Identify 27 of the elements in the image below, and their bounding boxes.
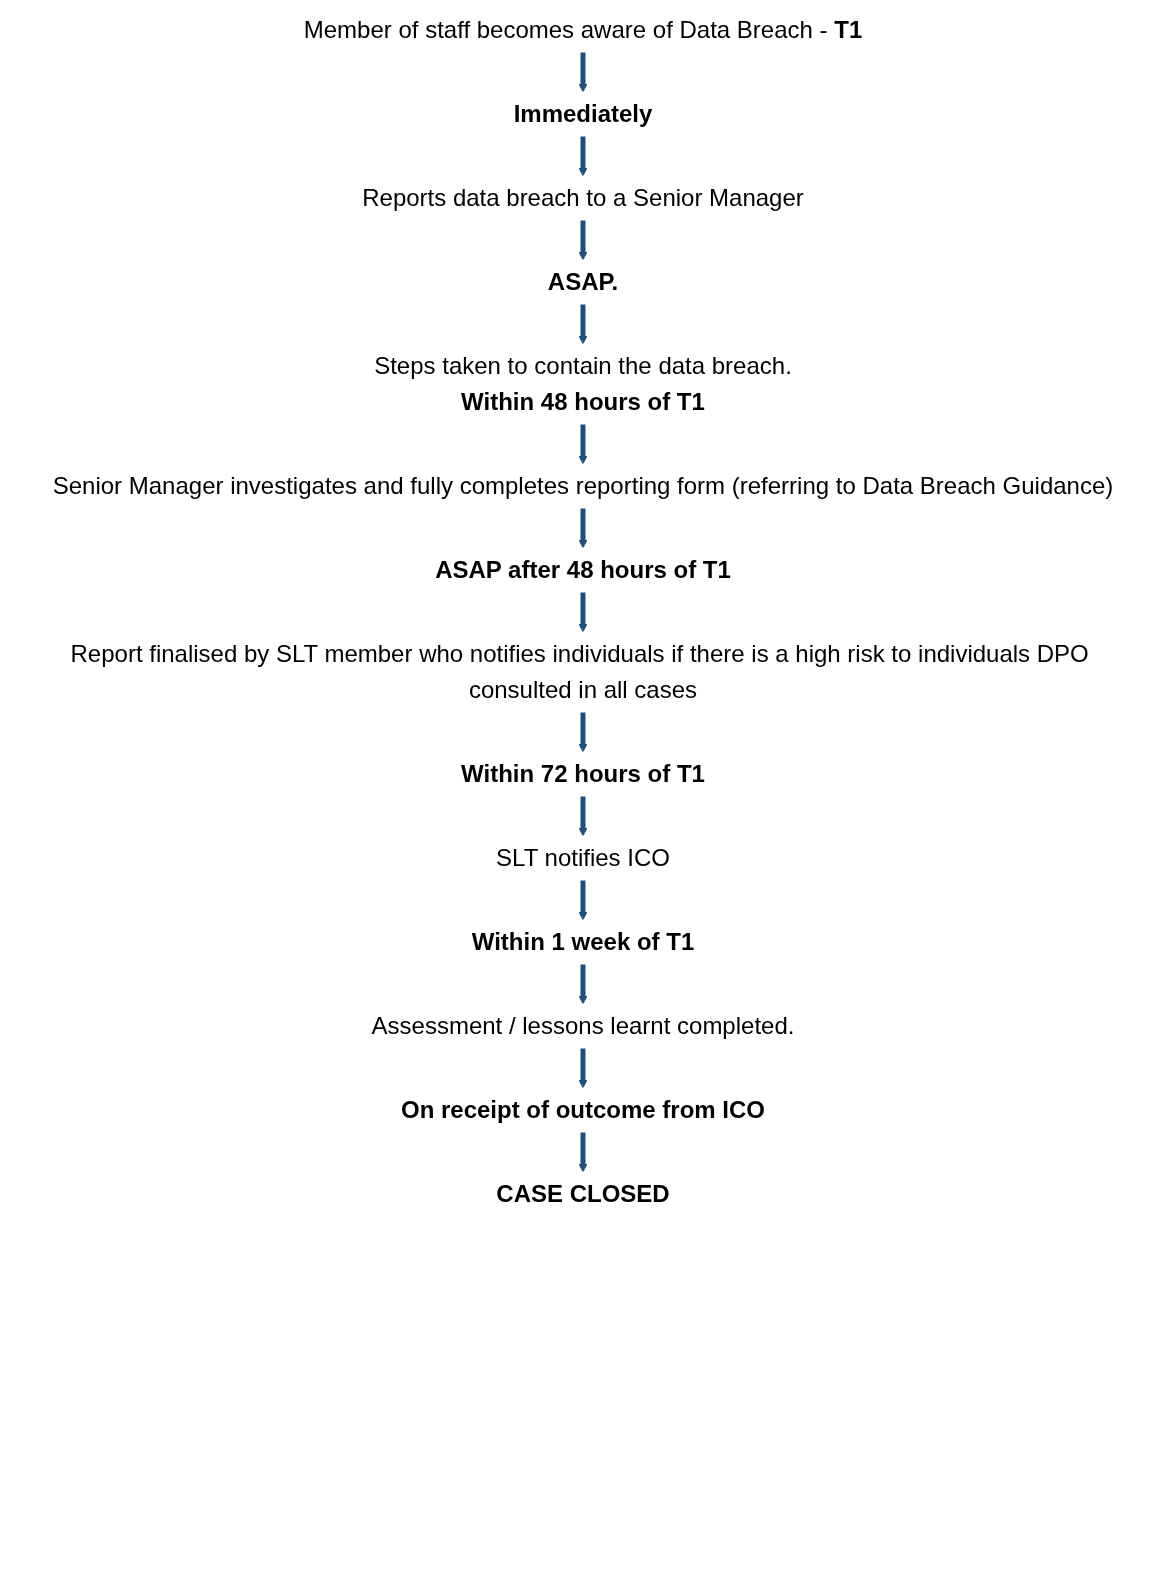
- arrow: [578, 508, 588, 549]
- arrow: [578, 52, 588, 93]
- arrow: [578, 136, 588, 177]
- node-text: ASAP after 48 hours of T1: [435, 556, 731, 583]
- arrow: [578, 592, 588, 633]
- arrow: [578, 712, 588, 753]
- arrow: [578, 304, 588, 345]
- arrow: [578, 880, 588, 921]
- node-text: Assessment / lessons learnt completed.: [371, 1012, 795, 1039]
- arrow: [578, 1132, 588, 1173]
- node-text: SLT notifies ICO: [496, 844, 670, 871]
- node-text: Steps taken to contain the data breach. Within 48 hours of T1: [374, 352, 792, 415]
- arrow: [578, 424, 588, 465]
- node-text: CASE CLOSED: [496, 1180, 670, 1207]
- node-text: Senior Manager investigates and fully completes reporting form (referring to Data Breach Guidance): [52, 472, 1114, 499]
- node-text: Member of staff becomes aware of Data Breach - T1: [303, 16, 863, 43]
- arrow: [578, 964, 588, 1005]
- node-text: On receipt of outcome from ICO: [400, 1096, 766, 1123]
- node-text: Report finalised by SLT member who notifies individuals if there is a high risk to individuals DPO consulted in all cases: [70, 640, 1089, 703]
- arrow: [578, 1048, 588, 1089]
- arrow: [578, 220, 588, 261]
- arrow: [578, 796, 588, 837]
- node-text: Immediately: [513, 100, 653, 127]
- node-text: ASAP.: [547, 268, 619, 295]
- node-text: Within 1 week of T1: [471, 928, 695, 955]
- node-text: Within 72 hours of T1: [461, 760, 705, 787]
- node-text: Reports data breach to a Senior Manager: [362, 184, 804, 211]
